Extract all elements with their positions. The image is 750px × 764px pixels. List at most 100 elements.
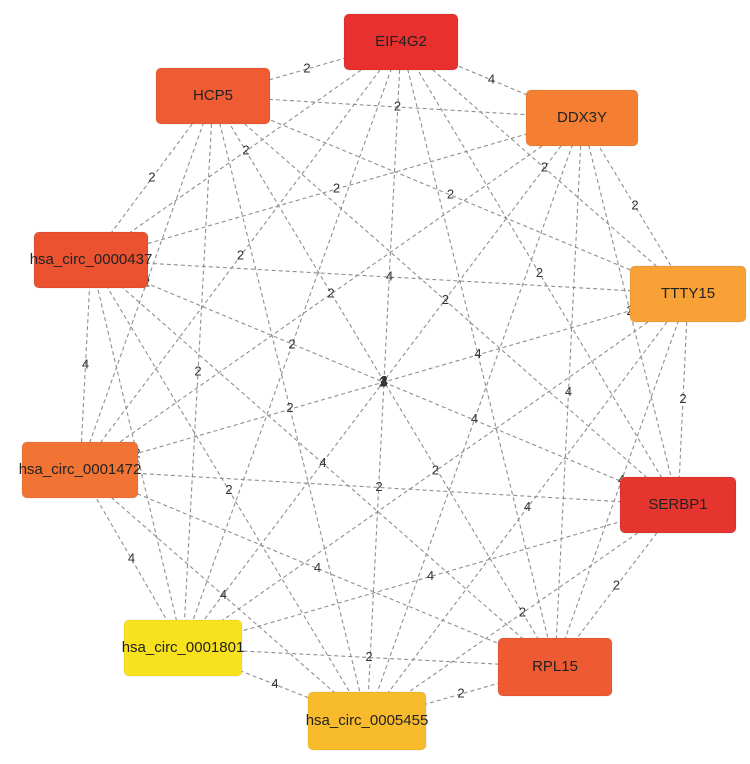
edge-weight-label: 4	[380, 373, 387, 388]
node-box[interactable]	[21, 441, 139, 499]
node-circ0001801[interactable]: hsa_circ_0001801	[122, 619, 245, 677]
node-HCP5[interactable]: HCP5	[155, 67, 271, 125]
edge-EIF4G2-circ0001801	[182, 41, 402, 649]
edge-HCP5-circ0001801	[182, 95, 214, 649]
node-label: DDX3Y	[557, 109, 607, 126]
edge-weight-label: 2	[225, 482, 232, 497]
edge-weight-label: 2	[536, 265, 543, 280]
edge-weight-label: 2	[380, 373, 387, 388]
edge-weight-label: 4	[565, 384, 572, 399]
edge-TTTY15-circ0000437	[90, 259, 689, 295]
node-RPL15[interactable]: RPL15	[497, 637, 613, 697]
node-label: HCP5	[193, 87, 233, 104]
edge-weight-label: 4	[488, 71, 495, 86]
edge-weight-label: 4	[319, 455, 326, 470]
edge-weight-label: 2	[394, 98, 401, 113]
edge-HCP5-DDX3Y	[212, 95, 583, 119]
edge-weight-label: 4	[314, 560, 321, 575]
edge-weight-label: 4	[271, 676, 278, 691]
edge-DDX3Y-circ0000437	[90, 117, 583, 261]
edge-weight-label: 2	[242, 142, 249, 157]
edge-weight-label: 2	[148, 169, 155, 184]
edge-weight-label: 2	[457, 685, 464, 700]
edge-circ0005455-circ0000437	[90, 259, 368, 722]
node-box[interactable]	[619, 476, 737, 534]
edge-weight-label: 2	[288, 336, 295, 351]
edge-RPL15-circ0001472	[79, 469, 556, 668]
edge-weight-label: 4	[220, 587, 227, 602]
edge-DDX3Y-circ0005455	[366, 117, 583, 722]
node-label: RPL15	[532, 658, 578, 675]
edge-SERBP1-circ0001472	[79, 469, 679, 506]
edge-weight-label: 2	[375, 479, 382, 494]
node-circ0001472[interactable]: hsa_circ_0001472	[19, 441, 142, 499]
node-EIF4G2[interactable]: EIF4G2	[343, 13, 459, 71]
edge-weight-label: 4	[524, 499, 531, 514]
edge-weight-label: 2	[519, 604, 526, 619]
node-box[interactable]	[155, 67, 271, 125]
edge-HCP5-circ0005455	[212, 95, 368, 722]
node-circ0005455[interactable]: hsa_circ_0005455	[306, 691, 429, 751]
edge-EIF4G2-SERBP1	[400, 41, 679, 506]
edge-EIF4G2-RPL15	[400, 41, 556, 668]
edge-DDX3Y-RPL15	[554, 117, 583, 668]
node-label: hsa_circ_0000437	[30, 251, 153, 268]
edge-weight-label: 2	[432, 462, 439, 477]
node-label: hsa_circ_0001472	[19, 461, 142, 478]
edge-DDX3Y-TTTY15	[581, 117, 689, 295]
edge-SERBP1-circ0001801	[182, 504, 679, 649]
edge-circ0001801-circ0001472	[79, 469, 184, 649]
node-box[interactable]	[33, 231, 149, 289]
edge-weight-label: 2	[365, 649, 372, 664]
edge-labels-layer: 2422422222224222222442222442242242422444…	[82, 60, 687, 700]
edge-weight-label: 4	[427, 568, 434, 583]
edge-circ0005455-circ0001472	[79, 469, 368, 722]
edge-weight-label: 2	[303, 60, 310, 75]
node-SERBP1[interactable]: SERBP1	[619, 476, 737, 534]
edge-weight-label: 2	[613, 577, 620, 592]
edge-weight-label: 2	[679, 391, 686, 406]
edge-weight-label: 4	[386, 268, 393, 283]
node-box[interactable]	[343, 13, 459, 71]
edge-weight-label: 2	[380, 373, 387, 388]
edge-weight-label: 4	[474, 346, 481, 361]
edge-TTTY15-circ0005455	[366, 293, 689, 722]
edge-TTTY15-SERBP1	[677, 293, 689, 506]
edge-weight-label: 2	[442, 292, 449, 307]
node-box[interactable]	[629, 265, 747, 323]
edge-EIF4G2-circ0001472	[79, 41, 402, 471]
node-label: TTTY15	[661, 285, 715, 302]
edge-RPL15-circ0000437	[90, 259, 556, 668]
node-label: hsa_circ_0005455	[306, 712, 429, 729]
node-box[interactable]	[525, 89, 639, 147]
edge-weight-label: 2	[541, 159, 548, 174]
node-DDX3Y[interactable]: DDX3Y	[525, 89, 639, 147]
edge-circ0001472-circ0000437	[79, 259, 92, 471]
edge-weight-label: 4	[128, 550, 135, 565]
edge-EIF4G2-TTTY15	[400, 41, 689, 295]
edge-SERBP1-circ0000437	[90, 259, 679, 506]
edge-RPL15-circ0001801	[182, 647, 556, 668]
edge-weight-label: 2	[237, 247, 244, 262]
edge-weight-label: 2	[327, 285, 334, 300]
node-circ0000437[interactable]: hsa_circ_0000437	[30, 231, 153, 289]
edge-TTTY15-circ0001801	[182, 293, 689, 649]
edge-HCP5-SERBP1	[212, 95, 679, 506]
node-label: SERBP1	[648, 496, 707, 513]
node-box[interactable]	[497, 637, 613, 697]
node-TTTY15[interactable]: TTTY15	[629, 265, 747, 323]
node-box[interactable]	[123, 619, 243, 677]
edge-weight-label: 4	[381, 374, 388, 389]
node-label: EIF4G2	[375, 33, 427, 50]
edge-SERBP1-circ0005455	[366, 504, 679, 722]
node-box[interactable]	[307, 691, 427, 751]
edge-weight-label: 4	[471, 411, 478, 426]
edge-weight-label: 2	[194, 363, 201, 378]
edge-weight-label: 4	[82, 356, 89, 371]
node-label: hsa_circ_0001801	[122, 639, 245, 656]
edge-weight-label: 2	[631, 197, 638, 212]
edge-weight-label: 2	[447, 186, 454, 201]
edge-weight-label: 2	[333, 180, 340, 195]
